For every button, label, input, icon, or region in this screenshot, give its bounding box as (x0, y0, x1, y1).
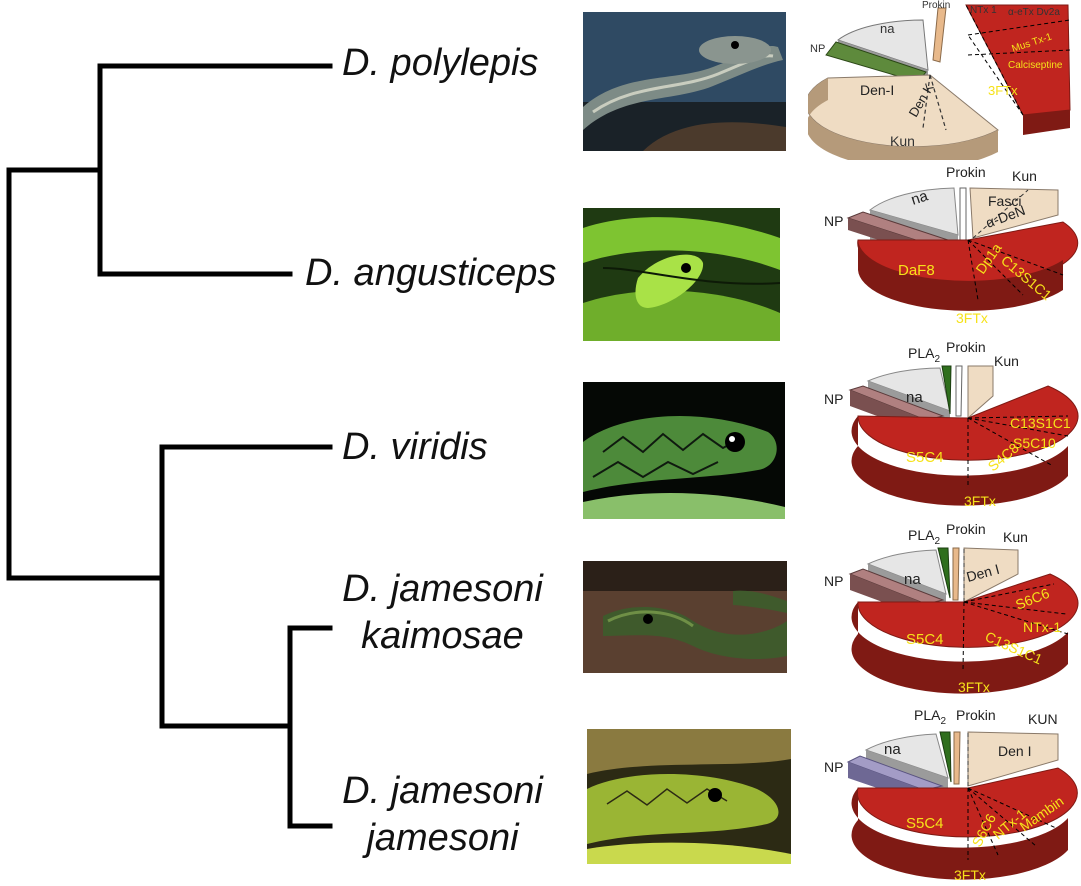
pie5-label-na: na (884, 741, 901, 758)
venom-pie-kaimosae: PLA2 Prokin Kun na Den I NP S6C6 NTx-1 C… (824, 521, 1079, 695)
pie3-slice-3ftx-side (851, 416, 1068, 506)
pie4-label-na: na (904, 571, 921, 588)
pie4-slice-pla2 (937, 547, 951, 599)
species-label-angusticeps: D. angusticeps (305, 252, 557, 294)
pie1-label-3ftx: 3FTx (988, 83, 1018, 98)
venom-pie-jamesoni: PLA2 Prokin KUN na Den I NP Mambin NTx-1… (824, 707, 1078, 883)
green-mamba-photo (583, 208, 780, 341)
pie4-slice-3ftx (857, 573, 1079, 648)
pie3-slice-np (848, 385, 945, 421)
pie5-slice-3ftx (856, 767, 1078, 838)
pie1-label-aetx: α-eTx Dv2a (1008, 7, 1060, 18)
pie3-label-kun: Kun (994, 353, 1019, 369)
species-label-polylepis: D. polylepis (342, 42, 539, 84)
species-label-jamesoni: D. jamesoni jamesoni (335, 770, 550, 859)
pie1-slice-3ftx-side (1023, 110, 1070, 135)
pie5-label-3ftx: 3FTx (954, 867, 986, 883)
pie1-slice-np (825, 41, 927, 83)
pie4-label-s5c4: S5C4 (906, 631, 944, 648)
pie3-slice-prokin (955, 365, 963, 417)
pie4-label-kun: Kun (1003, 529, 1028, 545)
pie3-label-c13: C13S1C1 (1010, 415, 1071, 431)
pie3-slice-3ftx (857, 385, 1079, 461)
jamesons-mamba-jamesoni-photo (587, 729, 791, 864)
pie4-slice-3ftx-side (851, 602, 1068, 694)
pie4-slice-prokin (952, 547, 960, 601)
pie3-label-prokin: Prokin (946, 339, 986, 355)
pie3-label-s5c4: S5C4 (906, 449, 944, 466)
venom-pie-angusticeps: Prokin Kun na Fasci α-DeN NP DaF8 C13S1C… (824, 164, 1079, 326)
pie2-label-np: NP (824, 213, 843, 229)
pie3-label-3ftx: 3FTx (964, 493, 996, 509)
pie2-slice-na (868, 187, 959, 236)
pie1-label-den1: Den-I (860, 82, 894, 98)
pie5-slice-prokin (953, 731, 961, 785)
pie4-label-np: NP (824, 573, 843, 589)
pie5-slice-np (846, 755, 944, 791)
pie4-label-prokin: Prokin (946, 521, 986, 537)
species-label-jamesoni-line1: D. jamesoni (342, 770, 543, 812)
pie3-slice-na (866, 367, 951, 412)
pie1-label-prokin: Prokin (922, 0, 950, 11)
species-label-jamesoni-line2: jamesoni (366, 817, 519, 859)
species-label-viridis: D. viridis (342, 426, 488, 468)
pie2-label-3ftx: 3FTx (956, 310, 988, 326)
pie1-label-np: NP (810, 43, 825, 55)
pie3-label-na: na (906, 389, 923, 406)
pie3-slice-pla2 (941, 365, 952, 415)
pie2-label-daf8: DaF8 (898, 262, 935, 279)
pie5-slice-pla2 (939, 731, 952, 783)
species-label-kaimosae-line1: D. jamesoni (342, 568, 543, 610)
pie1-label-calcis: Calciseptine (1008, 60, 1063, 71)
species-label-kaimosae-line2: kaimosae (361, 615, 524, 657)
pie2-label-prokin: Prokin (946, 164, 986, 180)
pie5-label-prokin: Prokin (956, 707, 996, 723)
pie5-label-den: Den I (998, 743, 1031, 759)
pie1-slice-prokin (932, 7, 947, 63)
pie4-slice-np (848, 568, 945, 605)
pie4-slice-na (866, 549, 947, 595)
western-green-mamba-photo (583, 382, 785, 519)
species-label-kaimosae: D. jamesoni kaimosae (335, 568, 550, 657)
pie3-label-np: NP (824, 391, 843, 407)
pie2-slice-kun (969, 187, 1059, 239)
pie3-label-s5c10: S5C10 (1013, 435, 1056, 451)
black-mamba-photo (583, 12, 786, 151)
pie4-label-ntx: NTx-1 (1023, 619, 1061, 635)
pie2-slice-prokin (959, 187, 967, 241)
pie2-label-na: na (909, 187, 931, 209)
jamesons-mamba-kaimosae-photo (583, 561, 787, 673)
pie3-slice-kun (967, 365, 994, 420)
pie2-label-kun: Kun (1012, 168, 1037, 184)
venom-pie-polylepis: na Prokin NP NTx 1 α-eTx Dv2a Mus Tx-1 C… (808, 0, 1071, 160)
pie5-label-np: NP (824, 759, 843, 775)
pie1-slice-na (836, 19, 929, 71)
pie1-slice-den-side (808, 78, 998, 160)
pie1-label-kun: Kun (890, 133, 915, 149)
pie2-label-fasci: Fasci (988, 193, 1021, 209)
pie1-label-ntx1: NTx 1 (970, 5, 997, 16)
pie5-slice-3ftx-side (851, 788, 1068, 880)
pie2-slice-3ftx-side (858, 240, 1063, 311)
pie5-label-pla2: PLA2 (914, 707, 946, 727)
pie4-label-3ftx: 3FTx (958, 679, 990, 695)
pie5-label-s5c4: S5C4 (906, 815, 944, 832)
venom-pie-viridis: PLA2 Prokin Kun na NP C13S1C1 S5C10 S4C8… (824, 339, 1079, 509)
pie5-label-kun: KUN (1028, 711, 1058, 727)
pie5-slice-na (864, 733, 949, 779)
pie3-label-pla2: PLA2 (908, 345, 940, 365)
pie1-label-na: na (880, 21, 895, 36)
pie4-label-pla2: PLA2 (908, 527, 940, 547)
